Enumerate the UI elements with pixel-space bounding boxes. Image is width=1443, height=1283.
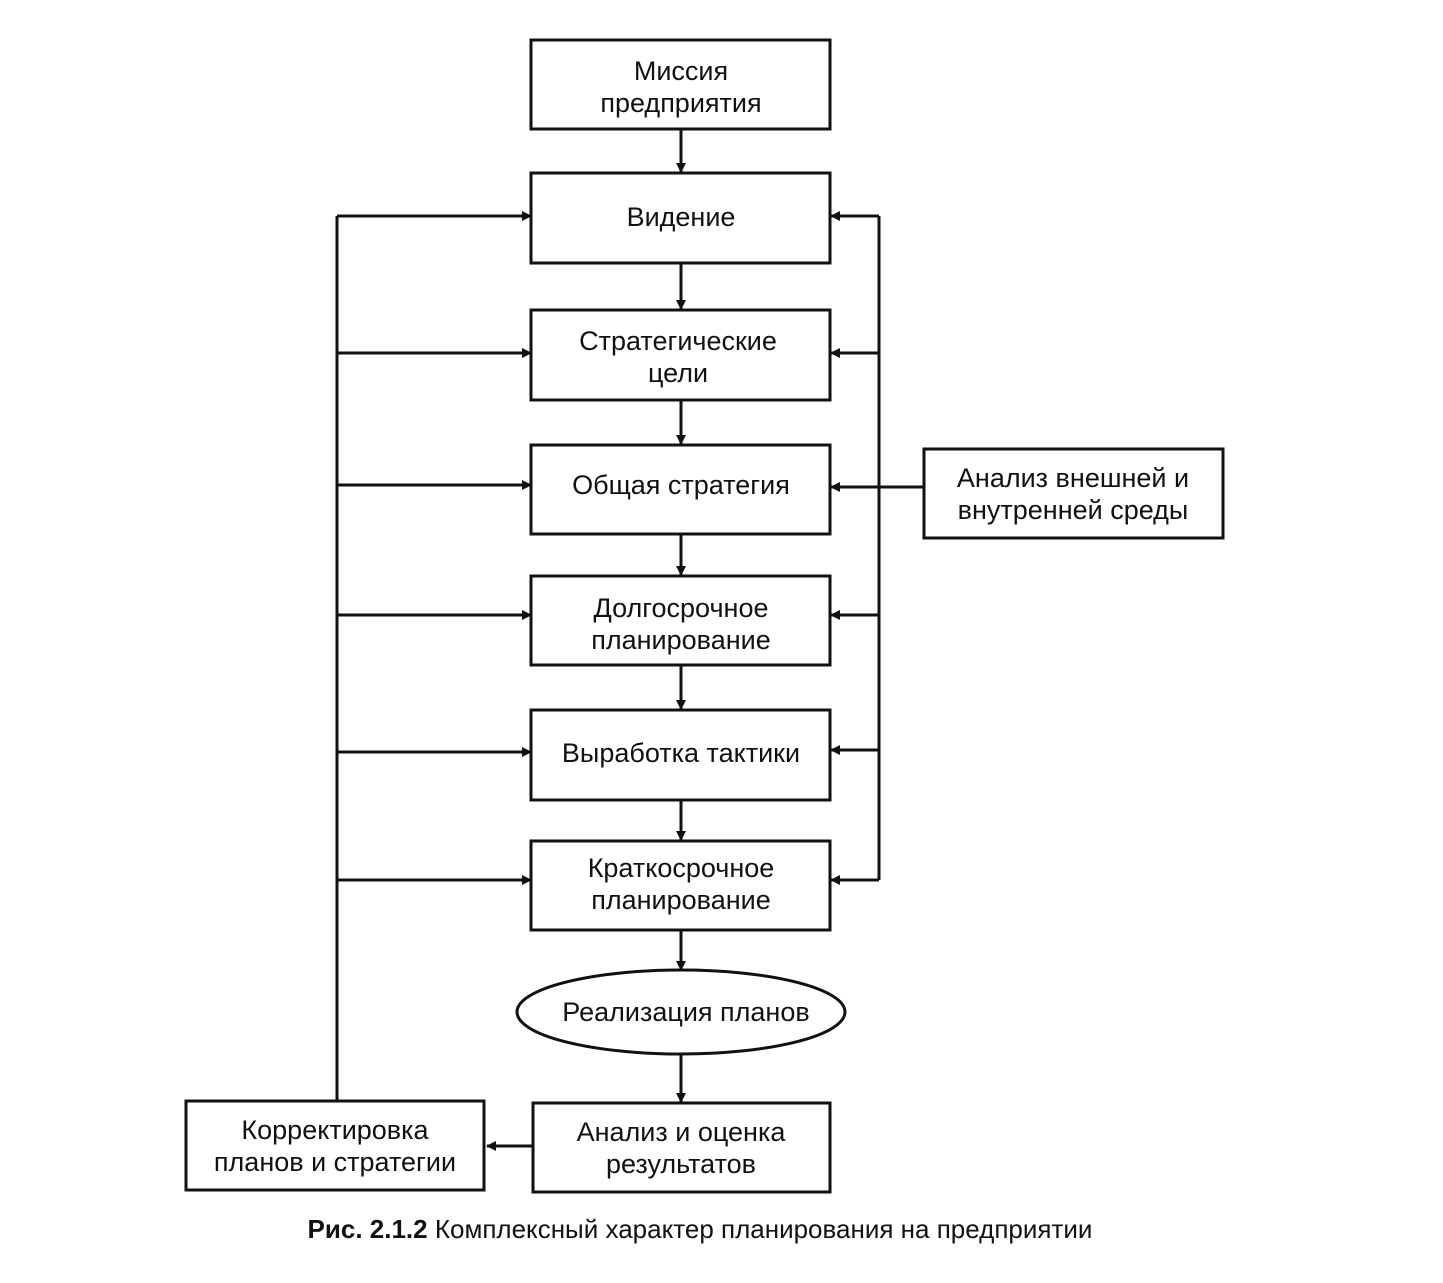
implementation-ellipse [515, 968, 847, 1056]
mission-box [529, 38, 832, 131]
vision-box [529, 171, 832, 265]
strategic-goals-box [529, 308, 832, 402]
analysis-results-line-1: Анализ и оценка [577, 1117, 787, 1147]
environment-bus [830, 211, 923, 885]
correction-line-1: Корректировка [241, 1115, 429, 1145]
short-term-box [529, 839, 832, 932]
vision-label: Видение [627, 202, 736, 232]
figure-caption: Рис. 2.1.2 Комплексный характер планиров… [0, 1214, 1400, 1245]
environment-line-1: Анализ внешней и [957, 463, 1189, 493]
figure-title: Комплексный характер планирования на пре… [434, 1214, 1093, 1244]
long-term-line-1: Долгосрочное [594, 593, 769, 623]
correction-line-2: планов и стратегии [214, 1147, 456, 1177]
feedback-bus [335, 211, 532, 1101]
short-term-line-2: планирование [591, 885, 770, 915]
strategic-goals-line-2: цели [648, 358, 708, 388]
analysis-results-box [531, 1101, 832, 1194]
strategic-goals-line-1: Стратегические [579, 326, 777, 356]
tactics-box [529, 708, 832, 802]
analysis-results-line-2: результатов [606, 1149, 756, 1179]
long-term-line-2: планирование [591, 625, 770, 655]
correction-box [184, 1099, 486, 1192]
short-term-line-1: Краткосрочное [588, 853, 775, 883]
figure-number: Рис. 2.1.2 [307, 1214, 428, 1244]
general-strategy-label: Общая стратегия [572, 470, 790, 500]
mission-line-1: Миссия [634, 56, 728, 86]
general-strategy-box [529, 443, 832, 536]
mission-line-2: предприятия [600, 88, 761, 118]
main-flow-arrows [486, 129, 686, 1151]
implementation-label: Реализация планов [562, 997, 809, 1027]
long-term-box [529, 574, 832, 667]
environment-line-2: внутренней среды [958, 495, 1189, 525]
environment-box [922, 447, 1225, 540]
tactics-label: Выработка тактики [562, 738, 800, 768]
